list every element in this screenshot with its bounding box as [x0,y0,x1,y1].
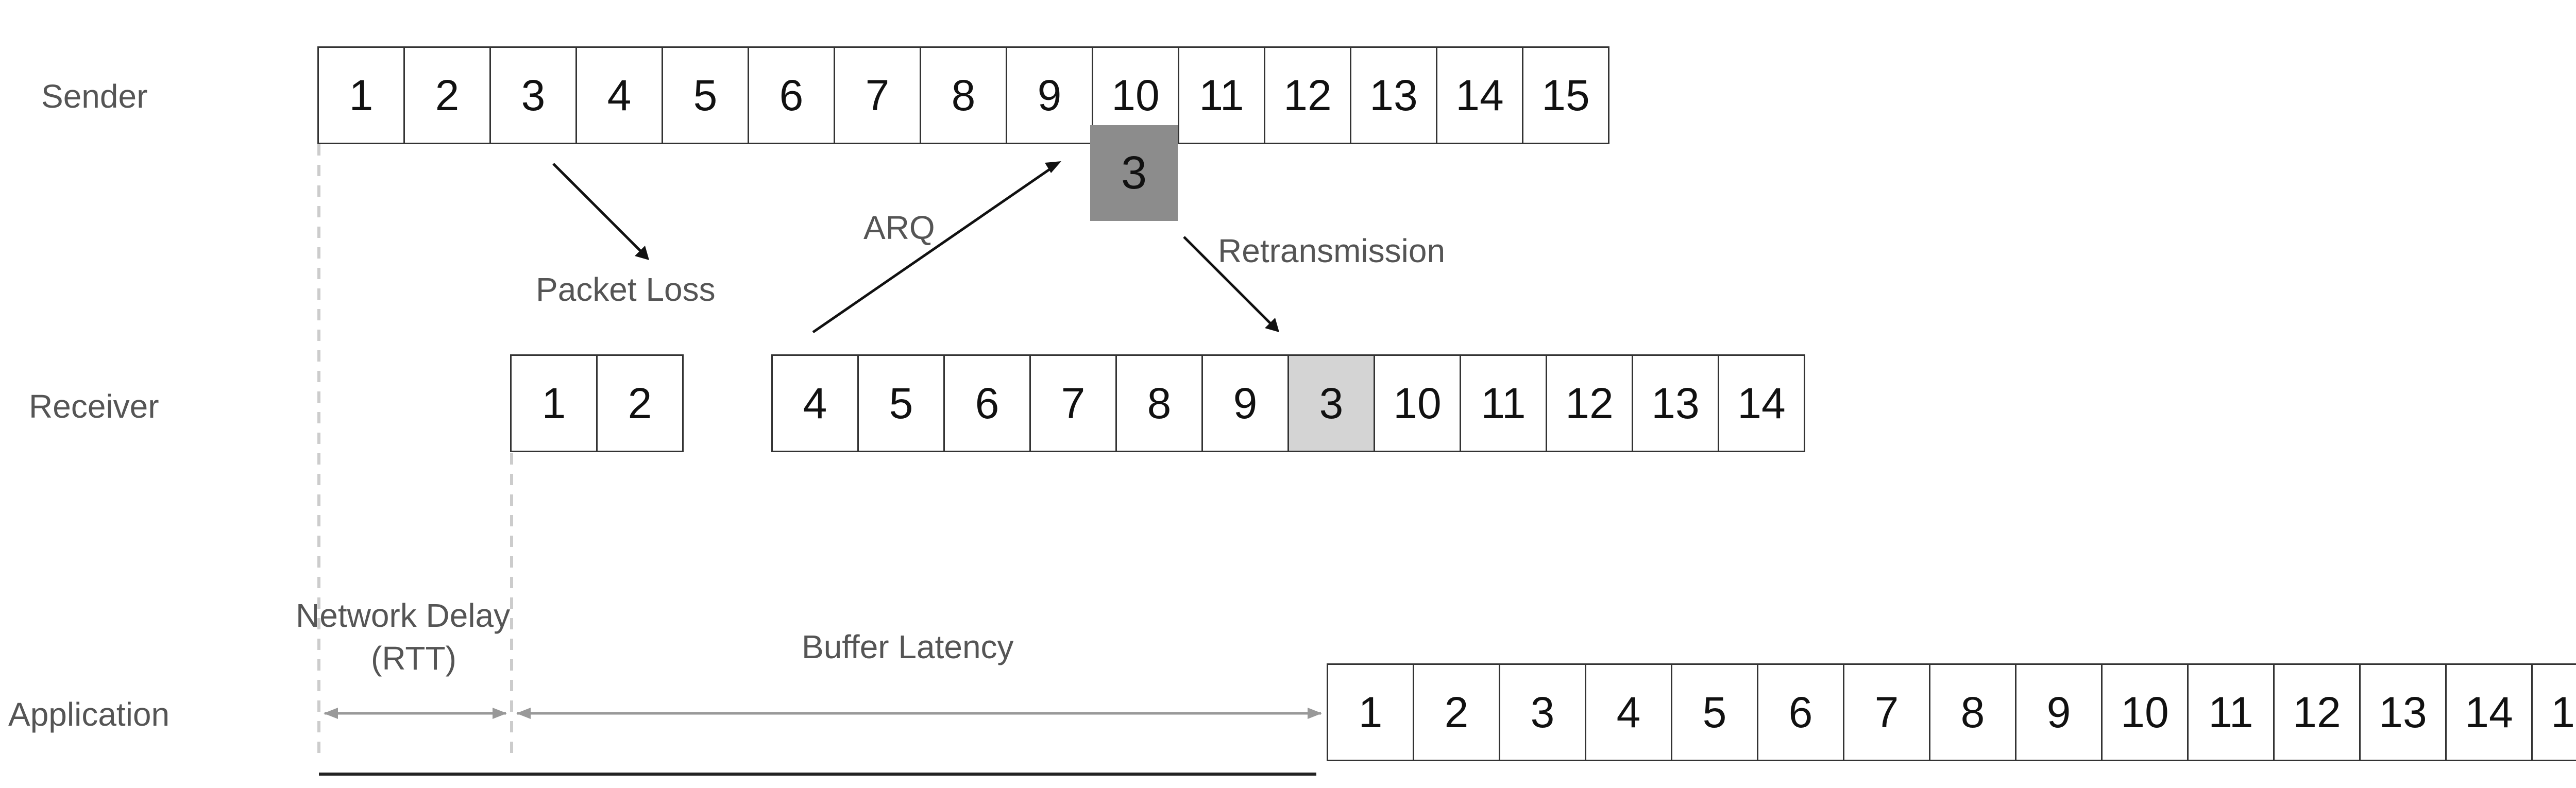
network-delay-arrowhead-left [324,708,338,719]
sender-label: Sender [41,78,148,115]
application-packet-cell-9: 10 [2101,663,2189,761]
retransmitted-packet-box: 3 [1090,125,1178,221]
application-packet-cell-8: 9 [2015,663,2103,761]
sender-packet-cell-10: 11 [1178,46,1265,144]
application-packet-cell-2: 3 [1499,663,1586,761]
sender-packet-cell-1: 2 [403,46,491,144]
receiver-packet-cell-b-11: 14 [1718,354,1805,452]
packet-loss-label: Packet Loss [536,271,716,308]
application-packet-cell-12: 13 [2359,663,2447,761]
buffer-latency-arrowhead-left [516,708,531,719]
sender-packet-cell-11: 12 [1264,46,1351,144]
sender-packet-cell-13: 14 [1436,46,1523,144]
sender-packet-cell-6: 7 [834,46,921,144]
packet-loss-arrowhead [635,246,649,260]
buffer-latency-arrowhead-right [1308,708,1322,719]
receiver-packet-cell-b-4: 8 [1115,354,1203,452]
application-packet-cell-14: 15 [2531,663,2576,761]
arq-arrowhead [1045,161,1061,173]
network-delay-rtt-label: (RTT) [371,640,456,677]
sender-packet-cell-0: 1 [317,46,405,144]
sender-packet-cell-2: 3 [489,46,577,144]
receiver-packet-cell-b-7: 10 [1374,354,1461,452]
receiver-packet-cell-b-8: 11 [1460,354,1547,452]
buffer-latency-label: Buffer Latency [802,628,1014,665]
receiver-packet-cell-a-1: 2 [596,354,684,452]
arq-arrow [812,163,1057,334]
sender-packet-cell-3: 4 [575,46,663,144]
application-packet-cell-6: 7 [1843,663,1930,761]
packet-loss-arrow [552,163,648,259]
receiver-packet-cell-a-0: 1 [510,354,598,452]
receiver-packet-cell-b-0: 4 [771,354,859,452]
receiver-packet-cell-b-9: 12 [1546,354,1633,452]
receiver-packet-cell-b-3: 7 [1029,354,1117,452]
application-label: Application [8,696,170,733]
application-packet-cell-13: 14 [2445,663,2533,761]
network-delay-label: Network Delay [296,597,511,634]
sender-packet-cell-7: 8 [920,46,1007,144]
application-packet-cell-0: 1 [1327,663,1414,761]
retransmission-label: Retransmission [1218,232,1446,269]
receiver-packet-cell-b-5: 9 [1201,354,1289,452]
sender-packet-cell-4: 5 [662,46,749,144]
application-packet-cell-3: 4 [1585,663,1672,761]
arq-label: ARQ [863,209,935,246]
sender-packet-cell-5: 6 [748,46,835,144]
sender-packet-cell-12: 13 [1350,46,1437,144]
application-packet-cell-10: 11 [2187,663,2275,761]
receiver-packet-cell-b-2: 6 [943,354,1031,452]
receiver-packet-cell-b-6: 3 [1287,354,1375,452]
application-packet-cell-1: 2 [1413,663,1500,761]
receiver-packet-cell-b-10: 13 [1632,354,1719,452]
sender-packet-cell-8: 9 [1006,46,1093,144]
application-packet-cell-11: 12 [2273,663,2361,761]
application-packet-cell-7: 8 [1929,663,2016,761]
application-packet-cell-4: 5 [1671,663,1758,761]
sender-packet-cell-14: 15 [1522,46,1609,144]
retransmission-arrow [1183,236,1278,331]
network-delay-arrowhead-right [493,708,507,719]
application-packet-cell-5: 6 [1757,663,1844,761]
retransmission-arrowhead [1265,318,1279,332]
receiver-label: Receiver [29,388,159,425]
receiver-packet-cell-b-1: 5 [857,354,945,452]
